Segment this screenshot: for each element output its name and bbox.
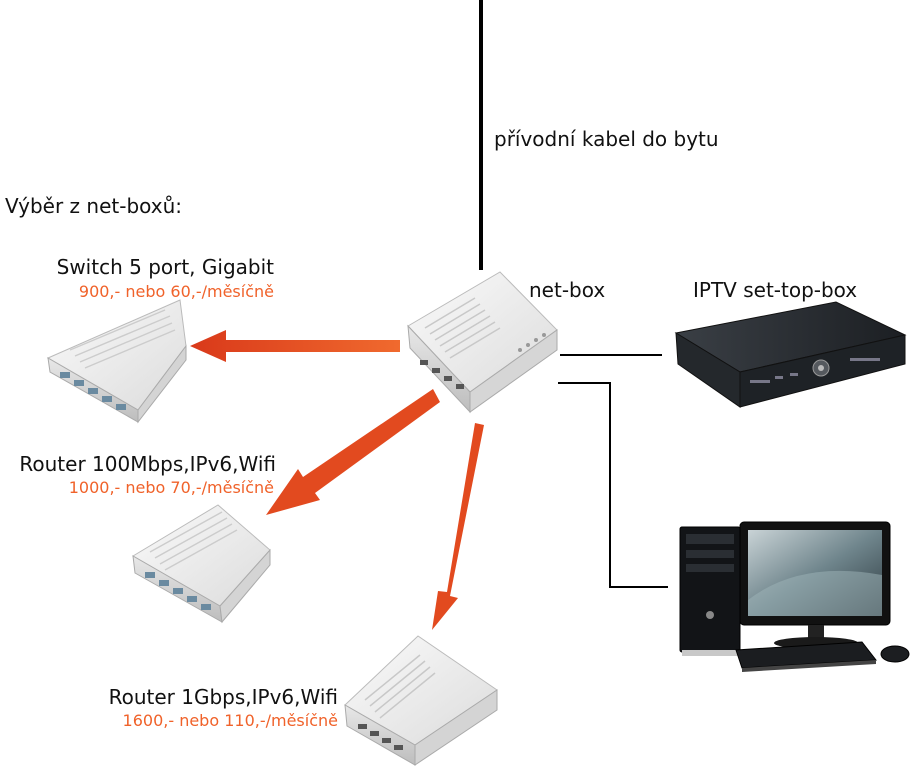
mouse-icon xyxy=(880,645,910,663)
monitor-icon xyxy=(739,521,891,649)
keyboard-icon xyxy=(735,641,877,672)
pc-connection-line xyxy=(558,382,668,588)
netbox-label: net-box xyxy=(529,278,606,302)
netbox-router-icon xyxy=(407,271,558,414)
option-price-router-100mbps: 1000,- nebo 70,-/měsíčně xyxy=(68,478,274,497)
selection-heading: Výběr z net-boxů: xyxy=(5,194,183,218)
arrow-to-switch xyxy=(190,330,400,362)
desktop-pc-icon xyxy=(679,526,741,656)
option-price-switch: 900,- nebo 60,-/měsíčně xyxy=(78,282,274,301)
switch-5-port-icon xyxy=(46,299,187,424)
arrow-to-router-100mbps xyxy=(266,389,440,515)
option-name-router-1gbps: Router 1Gbps,IPv6,Wifi xyxy=(108,685,338,709)
set-top-box-icon xyxy=(674,301,907,408)
option-name-switch: Switch 5 port, Gigabit xyxy=(56,255,274,279)
option-price-router-1gbps: 1600,- nebo 110,-/měsíčně xyxy=(122,711,338,730)
router-1gbps-icon xyxy=(344,635,498,766)
cable-label: přívodní kabel do bytu xyxy=(494,127,719,151)
arrow-to-router-1gbps xyxy=(432,423,484,630)
option-name-router-100mbps: Router 100Mbps,IPv6,Wifi xyxy=(19,452,276,476)
router-100mbps-icon xyxy=(132,504,271,624)
stb-label: IPTV set-top-box xyxy=(693,278,858,302)
